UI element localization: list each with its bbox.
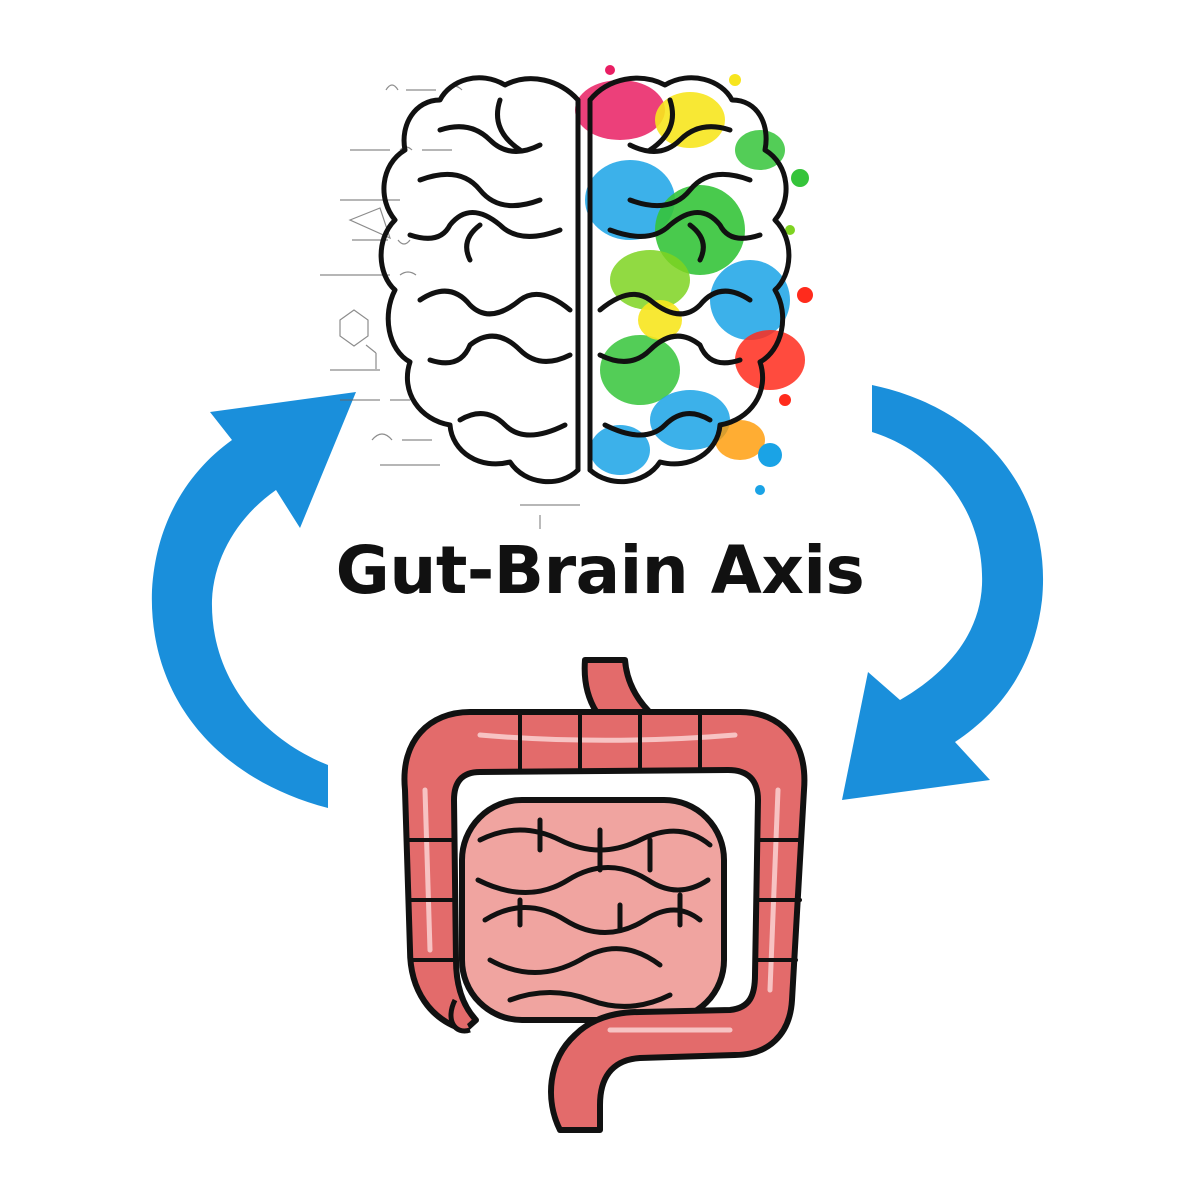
small-intestine	[459, 797, 727, 1023]
diagram-title: Gut-Brain Axis	[335, 532, 865, 609]
cycle-arrow-up-icon	[151, 392, 356, 808]
cycle-arrow-down-icon	[842, 385, 1044, 800]
brain-icon	[320, 65, 813, 529]
intestines-icon	[401, 657, 808, 1133]
large-intestine	[401, 709, 808, 1133]
equation-scribbles	[320, 84, 580, 529]
brain-outline	[378, 75, 792, 485]
